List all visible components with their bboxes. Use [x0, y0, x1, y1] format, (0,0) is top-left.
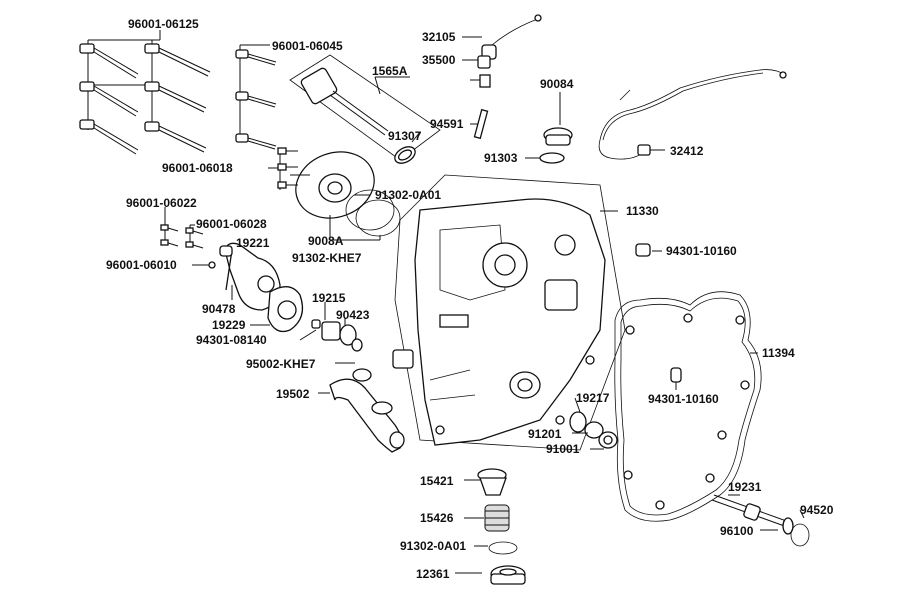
bolts-96001-06125	[79, 30, 211, 155]
label-96001-06125: 96001-06125	[128, 17, 199, 31]
label-19502: 19502	[276, 387, 310, 401]
wire-harness-32412	[598, 69, 787, 160]
part-labels: 96001-06125 96001-06045 1565A 32105 3550…	[106, 17, 834, 581]
label-96100: 96100	[720, 524, 754, 538]
label-1565A: 1565A	[372, 64, 408, 78]
label-91001: 91001	[546, 442, 580, 456]
label-95002-KHE7: 95002-KHE7	[246, 357, 316, 371]
label-12361: 12361	[416, 567, 450, 581]
label-91302-KHE7: 91302-KHE7	[292, 251, 362, 265]
label-19217: 19217	[576, 391, 610, 405]
label-91201: 91201	[528, 427, 562, 441]
label-96001-06045: 96001-06045	[272, 39, 343, 53]
sensor-parts	[462, 14, 542, 140]
label-19215: 19215	[312, 291, 346, 305]
label-90423: 90423	[336, 308, 370, 322]
drain-strainer-parts	[455, 468, 526, 585]
label-94301-08140: 94301-08140	[196, 333, 267, 347]
coolant-hose-19502	[318, 362, 405, 453]
label-11394: 11394	[762, 346, 795, 360]
label-94301-10160-top: 94301-10160	[666, 244, 737, 258]
dowel-pins	[635, 243, 682, 390]
crankcase-cover-11330	[392, 174, 626, 451]
label-96001-06028: 96001-06028	[196, 217, 267, 231]
label-32105: 32105	[422, 30, 456, 44]
bolts-96001-06022	[160, 207, 216, 269]
label-91307: 91307	[388, 129, 422, 143]
label-19221: 19221	[236, 236, 270, 250]
gasket-11394	[614, 291, 762, 522]
label-96001-06022: 96001-06022	[126, 196, 197, 210]
shaft-19231	[711, 494, 810, 547]
pump-cover-9008A	[290, 151, 401, 241]
label-90084: 90084	[540, 77, 574, 91]
label-91302-0A01-bot: 91302-0A01	[400, 539, 466, 553]
label-15421: 15421	[420, 474, 454, 488]
shaft-seal-bearing	[569, 397, 618, 450]
label-96001-06010: 96001-06010	[106, 258, 177, 272]
label-96001-06018: 96001-06018	[162, 161, 233, 175]
impeller-assembly	[299, 302, 363, 352]
label-11330: 11330	[626, 204, 659, 218]
label-94520: 94520	[800, 503, 834, 517]
oil-dipstick-1565A	[289, 54, 441, 164]
bolts-96001-06045	[235, 44, 277, 150]
label-19229: 19229	[212, 318, 246, 332]
label-9008A: 9008A	[308, 234, 344, 248]
bolts-96001-06018	[268, 147, 298, 190]
label-90478: 90478	[202, 302, 236, 316]
label-19231: 19231	[728, 480, 762, 494]
label-15426: 15426	[420, 511, 454, 525]
label-32412: 32412	[670, 144, 704, 158]
label-94591: 94591	[430, 117, 464, 131]
water-pump-housing	[219, 242, 304, 333]
oil-plug-90084	[525, 92, 573, 164]
label-94301-10160-mid: 94301-10160	[648, 392, 719, 406]
label-91303: 91303	[484, 151, 518, 165]
label-91302-0A01-top: 91302-0A01	[375, 188, 441, 202]
label-35500: 35500	[422, 53, 456, 67]
